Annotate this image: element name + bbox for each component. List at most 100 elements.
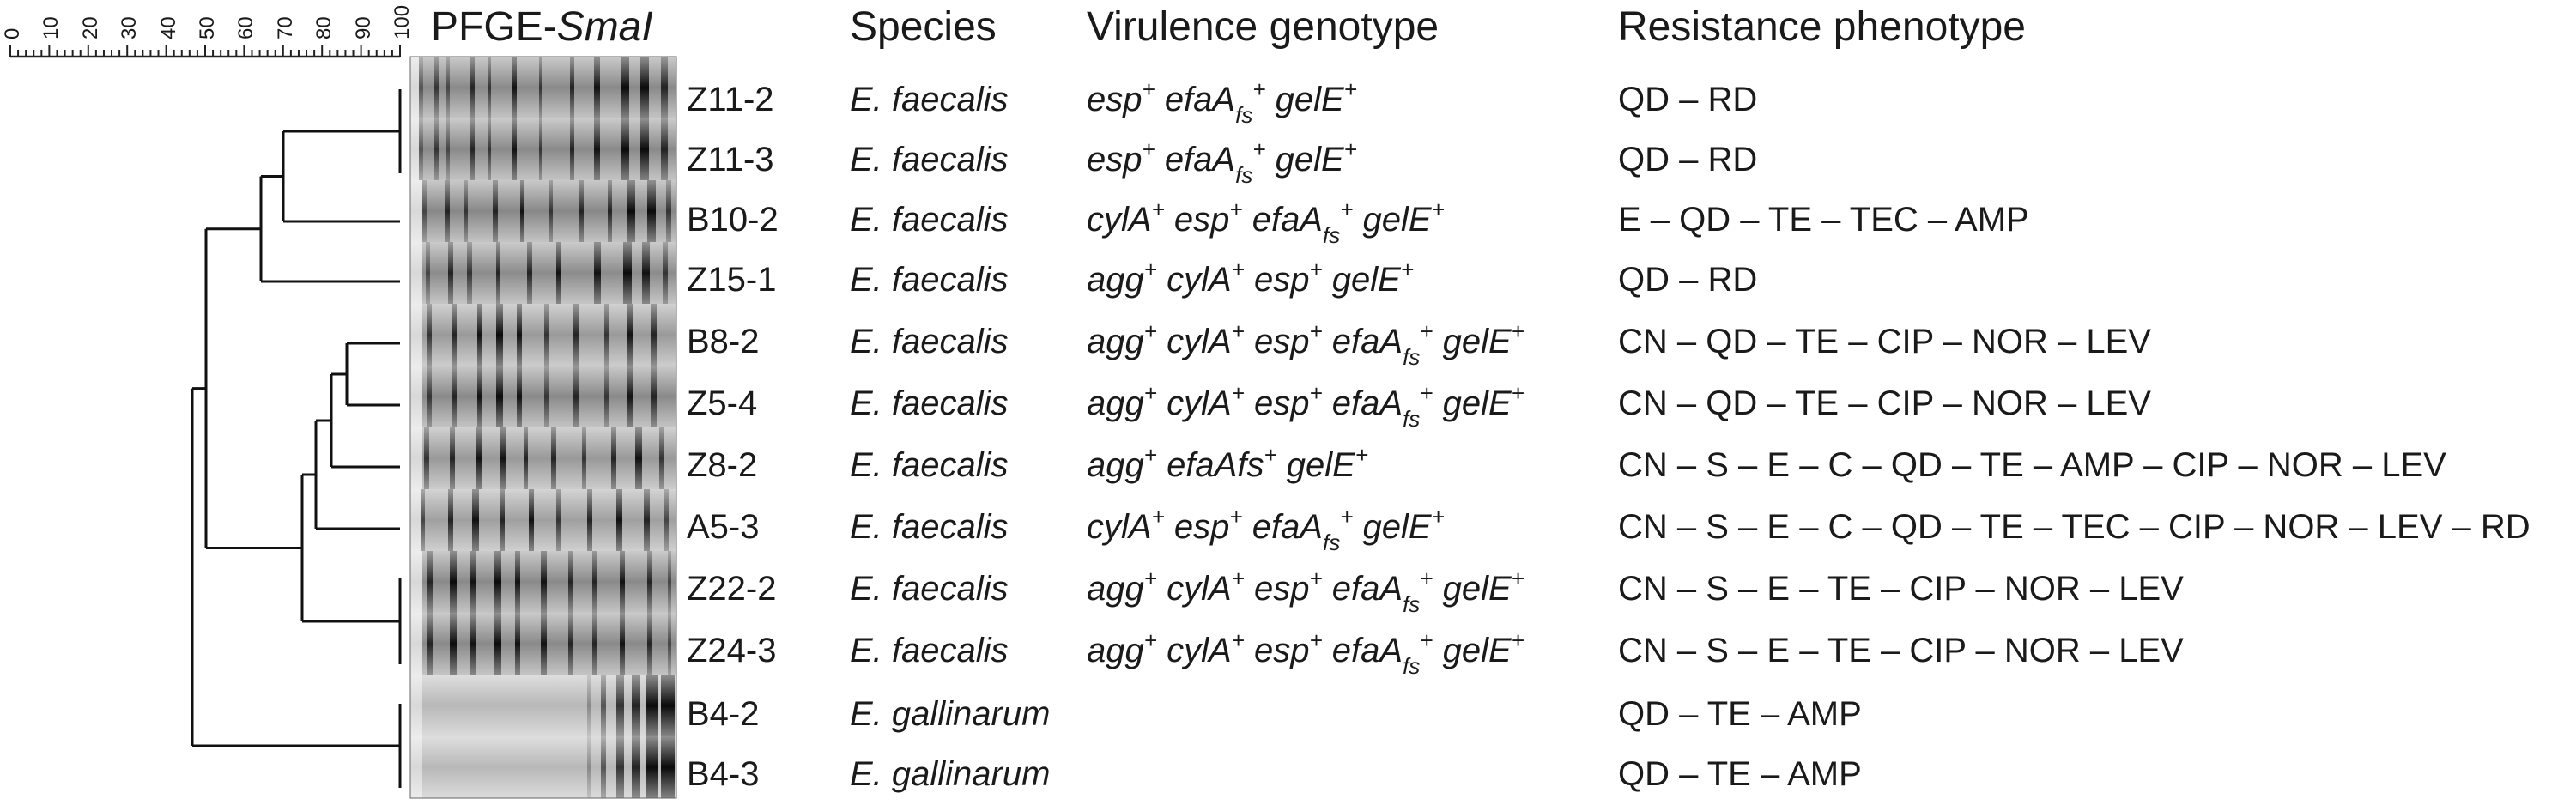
resistance-phenotype: CN – QD – TE – CIP – NOR – LEV	[1618, 384, 2151, 422]
virulence-gene: efaAfs	[1167, 446, 1264, 484]
gel-lane-shading	[410, 551, 676, 613]
species-name: E. faecalis	[850, 141, 1009, 179]
gene-positive-mark: +	[1309, 318, 1323, 344]
species-name: E. faecalis	[850, 201, 1009, 239]
scale-tick-label: 30	[118, 16, 142, 39]
gene-positive-mark: +	[1142, 76, 1155, 102]
gel-lane	[410, 366, 676, 427]
gene-positive-mark: +	[1400, 257, 1415, 282]
virulence-genotype: esp+ efaAfs+ gelE+	[1087, 138, 1357, 186]
virulence-genotype: cylA+ esp+ efaAfs+ gelE+	[1087, 198, 1445, 246]
virulence-gene: gelE	[1362, 201, 1432, 239]
gel-lane	[410, 427, 676, 489]
scale-tick-label: 80	[312, 16, 336, 39]
gel-lane-shading	[410, 366, 676, 427]
gene-positive-mark: +	[1231, 566, 1245, 591]
virulence-gene: agg	[1087, 632, 1144, 669]
virulence-gene: agg	[1087, 384, 1144, 422]
virulence-gene: esp	[1087, 141, 1143, 179]
virulence-gene: efaA	[1331, 570, 1403, 608]
virulence-gene: gelE	[1442, 570, 1512, 608]
species-name: E. faecalis	[850, 261, 1009, 299]
isolate-id: Z24-3	[687, 632, 777, 669]
gel-lane-shading	[410, 57, 676, 118]
scale-tick-label: 0	[1, 27, 24, 39]
virulence-gene: agg	[1087, 446, 1144, 484]
scale-tick-label: 100	[391, 4, 414, 39]
isolate-id: Z11-2	[687, 81, 774, 118]
gel-lane	[410, 551, 676, 613]
virulence-gene: gelE	[1275, 141, 1344, 179]
virulence-gene: esp	[1087, 81, 1143, 118]
gene-subscript: fs	[1403, 406, 1421, 432]
virulence-genotype: agg+ cylA+ esp+ efaAfs+ gelE+	[1087, 567, 1524, 615]
resistance-phenotype: CN – S – E – TE – CIP – NOR – LEV	[1618, 570, 2184, 608]
gel-lane	[410, 736, 676, 798]
virulence-gene: cylA	[1167, 323, 1232, 360]
virulence-gene: efaA	[1164, 81, 1236, 118]
gel-lane-shading	[410, 304, 676, 366]
virulence-gene: agg	[1087, 570, 1144, 608]
isolate-id: B4-2	[687, 695, 760, 733]
gene-positive-mark: +	[1511, 318, 1524, 344]
gene-positive-mark: +	[1343, 76, 1357, 102]
virulence-gene: esp	[1173, 201, 1230, 239]
gene-positive-mark: +	[1143, 442, 1157, 468]
virulence-gene: cylA	[1167, 261, 1232, 299]
isolate-id: B10-2	[687, 201, 779, 239]
gene-positive-mark: +	[1420, 380, 1433, 406]
gene-positive-mark: +	[1343, 136, 1357, 162]
gel-lane-shading	[410, 118, 676, 180]
virulence-gene: efaA	[1331, 632, 1403, 669]
species-name: E. faecalis	[850, 632, 1009, 669]
virulence-gene: esp	[1253, 632, 1310, 669]
resistance-phenotype: CN – S – E – C – QD – TE – AMP – CIP – N…	[1618, 446, 2446, 484]
virulence-gene: esp	[1173, 508, 1230, 546]
gene-positive-mark: +	[1231, 380, 1245, 406]
gene-positive-mark: +	[1143, 380, 1157, 406]
species-header: Species	[850, 4, 997, 50]
resistance-phenotype: CN – QD – TE – CIP – NOR – LEV	[1618, 323, 2151, 360]
gene-positive-mark: +	[1355, 442, 1369, 468]
scale-tick-label: 70	[273, 16, 297, 39]
virulence-genotype: cylA+ esp+ efaAfs+ gelE+	[1087, 505, 1445, 554]
gene-positive-mark: +	[1151, 197, 1165, 222]
gene-positive-mark: +	[1420, 318, 1433, 344]
gel-lane	[410, 675, 676, 736]
gene-positive-mark: +	[1511, 380, 1524, 406]
resistance-phenotype: QD – TE – AMP	[1618, 695, 1862, 733]
isolate-id: Z15-1	[687, 261, 777, 299]
gene-positive-mark: +	[1309, 257, 1323, 282]
virulence-gene: gelE	[1331, 261, 1401, 299]
resistance-phenotype: QD – RD	[1618, 81, 1758, 118]
gel-border	[409, 56, 677, 799]
scale-tick-label: 20	[78, 16, 102, 39]
scale-tick-label: 90	[351, 16, 375, 39]
species-name: E. faecalis	[850, 81, 1009, 118]
virulence-genotype: esp+ efaAfs+ gelE+	[1087, 78, 1357, 126]
gene-subscript: fs	[1403, 653, 1421, 679]
gene-subscript: fs	[1403, 591, 1421, 617]
resistance-phenotype: CN – S – E – C – QD – TE – TEC – CIP – N…	[1618, 508, 2531, 546]
gel-lane	[410, 242, 676, 304]
gene-subscript: fs	[1403, 344, 1421, 370]
virulence-gene: cylA	[1167, 384, 1232, 422]
gene-subscript: fs	[1323, 530, 1341, 555]
gene-positive-mark: +	[1340, 504, 1354, 530]
gel-lane-shading	[410, 489, 676, 551]
species-name: E. gallinarum	[850, 755, 1051, 793]
gene-positive-mark: +	[1264, 442, 1277, 468]
virulence-gene: gelE	[1275, 81, 1344, 118]
gene-positive-mark: +	[1229, 197, 1243, 222]
resistance-phenotype: CN – S – E – TE – CIP – NOR – LEV	[1618, 632, 2184, 669]
virulence-genotype: agg+ cylA+ esp+ efaAfs+ gelE+	[1087, 320, 1524, 368]
scale-tick-label: 50	[196, 16, 219, 39]
virulence-gene: esp	[1253, 261, 1310, 299]
gel-lane	[410, 613, 676, 675]
gene-positive-mark: +	[1252, 76, 1266, 102]
virulence-gene: efaA	[1164, 141, 1236, 179]
similarity-scale	[9, 45, 401, 58]
gene-subscript: fs	[1235, 162, 1253, 188]
virulence-gene: esp	[1253, 323, 1310, 360]
